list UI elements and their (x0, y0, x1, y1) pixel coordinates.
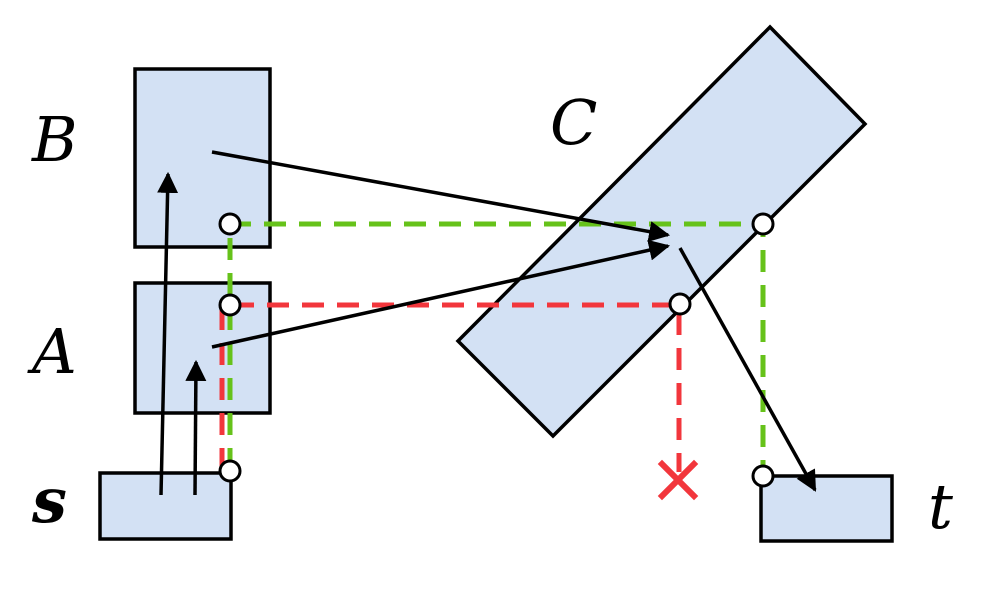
box-t (759, 474, 894, 543)
port-c-green (751, 212, 775, 236)
label-a: A (27, 315, 77, 388)
fail-x-mark (657, 459, 699, 501)
red-path (219, 302, 682, 472)
port-c-red (668, 292, 692, 316)
green-path (227, 221, 766, 476)
label-c: C (550, 86, 597, 159)
port-t (751, 464, 775, 488)
port-b (218, 212, 242, 236)
arrow-c-to-t (678, 247, 817, 492)
box-s (98, 471, 233, 541)
label-t: t (928, 470, 953, 543)
label-b: B (31, 103, 78, 176)
port-s (218, 459, 242, 483)
arrow-s-to-a (185, 359, 207, 496)
arrow-s-to-b (157, 171, 179, 496)
arrow-b-to-c (211, 150, 671, 242)
label-s: s (31, 464, 67, 537)
port-a (218, 293, 242, 317)
box-c (455, 24, 868, 439)
arrow-a-to-c (211, 239, 671, 349)
